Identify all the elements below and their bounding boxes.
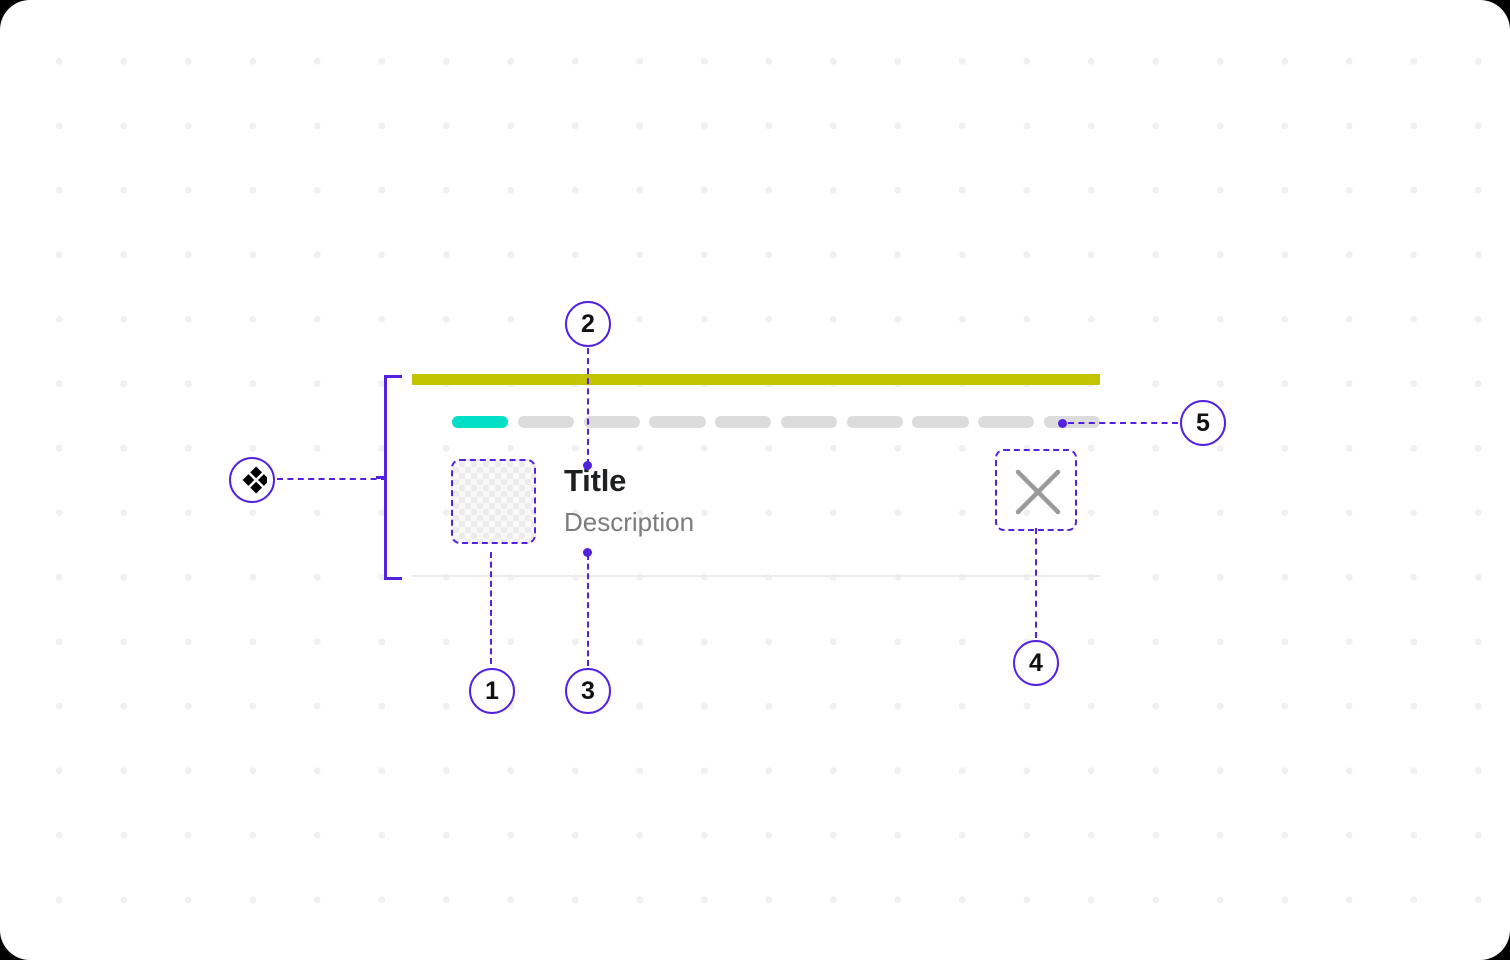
component-description: Description <box>564 507 695 537</box>
bottom-divider <box>412 575 1100 577</box>
segment-pill-6[interactable] <box>780 416 837 428</box>
annotation-badge-3[interactable]: 3 <box>565 668 611 714</box>
annotation-badge-5[interactable]: 5 <box>1180 400 1226 446</box>
media-thumbnail-placeholder[interactable] <box>451 459 536 544</box>
segment-pill-3[interactable] <box>583 416 640 428</box>
segment-pill-1[interactable] <box>452 416 509 428</box>
text-block: Title Description <box>564 463 964 538</box>
segment-pill-5[interactable] <box>715 416 772 428</box>
component-diamond-icon <box>237 465 270 495</box>
annotation-badge-component[interactable] <box>229 457 275 503</box>
annotation-badge-4[interactable]: 4 <box>1013 640 1059 686</box>
segment-pill-2[interactable] <box>517 416 574 428</box>
segment-track[interactable] <box>452 416 1100 428</box>
segment-pill-10[interactable] <box>1043 416 1100 428</box>
segment-pill-4[interactable] <box>649 416 706 428</box>
annotation-badge-1[interactable]: 1 <box>469 668 515 714</box>
list-item-component: Title Description <box>412 374 1100 577</box>
segment-pill-9[interactable] <box>978 416 1035 428</box>
top-accent-bar <box>412 374 1100 385</box>
component-title: Title <box>564 463 627 498</box>
segment-pill-7[interactable] <box>846 416 903 428</box>
close-button[interactable] <box>995 449 1077 531</box>
annotation-badge-2[interactable]: 2 <box>565 301 611 347</box>
segment-pill-8[interactable] <box>912 416 969 428</box>
